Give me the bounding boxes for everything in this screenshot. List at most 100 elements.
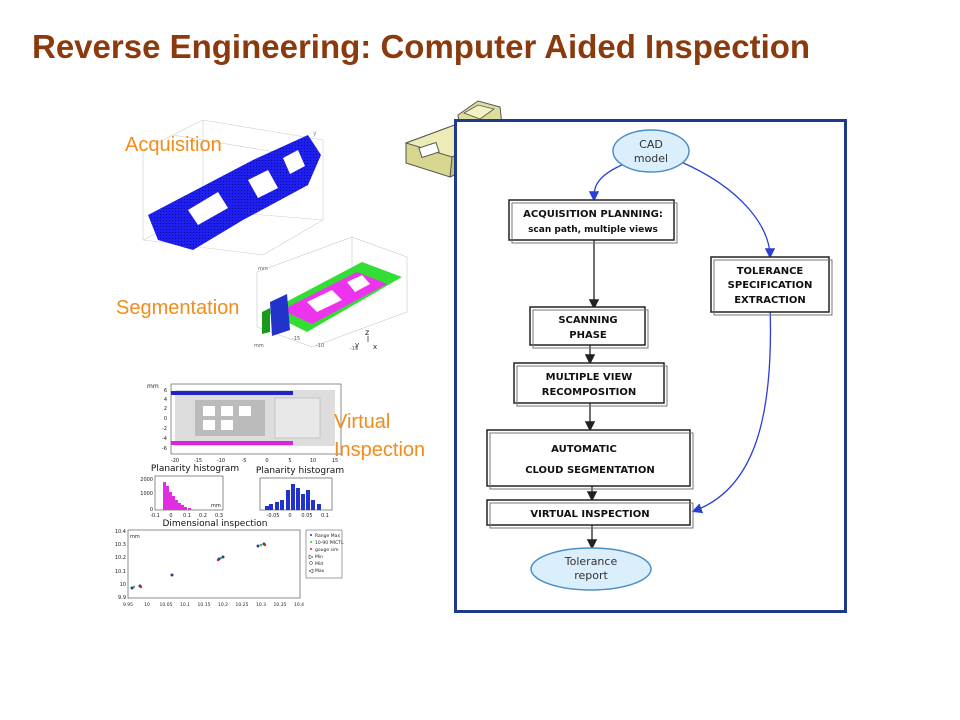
hist1-ytick: 1000 (140, 491, 153, 497)
segmentation-render: mm -15 -10 -15 mm z y x (254, 236, 408, 352)
seg-axis-z: z (365, 328, 369, 337)
topview-ytick: -2 (162, 426, 167, 432)
hist1-xtick: -0.1 (150, 513, 160, 519)
dim-ytick: 10.4 (115, 529, 126, 535)
scanning-phase-node: SCANNING PHASE (529, 306, 649, 349)
topview-ytick: 2 (164, 406, 167, 412)
planarity-histogram-title-2: Planarity histogram (256, 466, 344, 476)
svg-text:y: y (313, 130, 317, 137)
hist1-unit: mm (211, 503, 221, 509)
dim-ytick: 9.9 (118, 595, 126, 601)
topview-xtick: 10 (310, 458, 316, 464)
topview-xtick: 15 (332, 458, 338, 464)
flowchart: CAD model ACQUISITION PLANNING: scan pat… (486, 129, 833, 591)
topview-xtick: 0 (265, 458, 268, 464)
seg-axis-unit: mm (254, 343, 264, 349)
virtual-inspection-label: Virtual Inspection (334, 408, 425, 464)
hist2-xtick: 0 (288, 513, 291, 519)
seg-label-2: CLOUD SEGMENTATION (525, 465, 655, 476)
tol-label-2: SPECIFICATION (728, 280, 813, 291)
dimensional-inspection-plot: Dimensional inspection 10.4 10.3 10.2 10… (115, 519, 344, 608)
arrow-cad-to-acq (588, 163, 625, 202)
dim-xtick: 10.35 (274, 602, 287, 608)
hist1-ytick: 2000 (140, 477, 153, 483)
topview-xtick: -10 (217, 458, 225, 464)
hist2-xtick: 0.1 (321, 513, 329, 519)
hist2-xtick: 0.05 (301, 513, 312, 519)
seg-tick: -15 (292, 336, 300, 342)
virtual-inspection-node: VIRTUAL INSPECTION (486, 499, 694, 529)
dim-ytick: 10.3 (115, 542, 126, 548)
report-label-1: Tolerance (564, 555, 618, 568)
dim-xtick: 10.15 (198, 602, 211, 608)
report-label-2: report (574, 569, 608, 582)
scan-label-2: PHASE (569, 330, 607, 341)
topview-ytick: -6 (162, 446, 167, 452)
virtual-inspection-label-line2: Inspection (334, 439, 426, 461)
dim-legend-min: Min (315, 554, 323, 560)
hist1-xtick: 0.3 (215, 513, 223, 519)
hist1-xtick: 0.1 (183, 513, 191, 519)
multiple-view-recomposition-node: MULTIPLE VIEW RECOMPOSITION (513, 362, 668, 407)
mv-label-1: MULTIPLE VIEW (546, 372, 633, 383)
dim-legend-mid: Mid (315, 561, 323, 567)
vi-label: VIRTUAL INSPECTION (530, 509, 649, 520)
topview-ytick: 0 (164, 416, 167, 422)
hist1-xtick: 0.2 (199, 513, 207, 519)
dim-xtick: 10.25 (236, 602, 249, 608)
seg-tick: -10 (316, 343, 324, 349)
mv-label-2: RECOMPOSITION (542, 387, 637, 398)
hist1-xtick: 0 (169, 513, 172, 519)
arrow-tolerance-to-vi (691, 303, 772, 514)
dim-ytick: 10.2 (115, 555, 126, 561)
planarity-histograms: Planarity histogram Planarity histogram … (140, 464, 344, 519)
dim-y-unit: mm (130, 534, 140, 540)
dim-xtick: 10.2 (218, 602, 228, 608)
seg-axis-x: x (373, 343, 377, 351)
virtual-inspection-label-line1: Virtual (334, 411, 391, 433)
dim-xtick: 10.1 (180, 602, 190, 608)
arrow-cad-to-tolerance (678, 160, 776, 259)
tol-label-3: EXTRACTION (734, 295, 806, 306)
hist2-xtick: -0.05 (267, 513, 280, 519)
seg-tick: -15 (350, 346, 358, 352)
topview-xtick: -20 (171, 458, 179, 464)
acquisition-point-cloud: y (142, 119, 324, 256)
topview-xtick: 5 (288, 458, 291, 464)
topview-ytick: 4 (164, 397, 167, 403)
tol-label-1: TOLERANCE (737, 266, 804, 277)
hist1-ytick: 0 (150, 507, 153, 513)
dim-ytick: 10 (120, 582, 126, 588)
cad-model-label-1: CAD (639, 138, 663, 151)
planarity-histogram-title-1: Planarity histogram (151, 464, 239, 474)
tolerance-report-node: Tolerance report (530, 547, 652, 591)
cad-model-label-2: model (634, 152, 668, 165)
dimensional-inspection-title: Dimensional inspection (162, 519, 267, 529)
topview-ytick: 6 (164, 388, 167, 394)
acquisition-label: Acquisition (125, 134, 222, 156)
seg-axis-y: y (355, 341, 359, 349)
seg-label-1: AUTOMATIC (551, 444, 617, 455)
virtual-inspection-topview: mm 6 4 2 0 -2 -4 -6 -20 -15 -10 -5 0 5 1… (147, 383, 342, 464)
scan-label-1: SCANNING (558, 315, 617, 326)
dim-legend-gouge-sim: gouge sim (315, 547, 339, 553)
topview-ytick: -4 (162, 436, 167, 442)
acquisition-planning-node: ACQUISITION PLANNING: scan path, multipl… (508, 199, 678, 244)
topview-xtick: -5 (242, 458, 247, 464)
topview-y-unit: mm (147, 383, 159, 390)
dim-xtick: 10.3 (256, 602, 266, 608)
seg-axis-unit: mm (258, 266, 268, 272)
acq-label-2: scan path, multiple views (528, 225, 658, 235)
cloud-segmentation-node: AUTOMATIC CLOUD SEGMENTATION (486, 429, 694, 490)
dim-xtick: 10.05 (160, 602, 173, 608)
dim-xtick: 10 (144, 602, 150, 608)
segmentation-label: Segmentation (116, 297, 240, 319)
dim-legend-prctl: 10-90 PRCTL (315, 540, 344, 546)
acq-label-1: ACQUISITION PLANNING: (523, 209, 663, 220)
tolerance-extraction-node: TOLERANCE SPECIFICATION EXTRACTION (710, 256, 833, 316)
slide-title: Reverse Engineering: Computer Aided Insp… (32, 28, 811, 65)
cad-model-node: CAD model (612, 129, 690, 173)
dim-xtick: 9.95 (123, 602, 133, 608)
dim-xtick: 10.4 (294, 602, 304, 608)
dim-legend-range-max: Range Max (315, 533, 340, 539)
